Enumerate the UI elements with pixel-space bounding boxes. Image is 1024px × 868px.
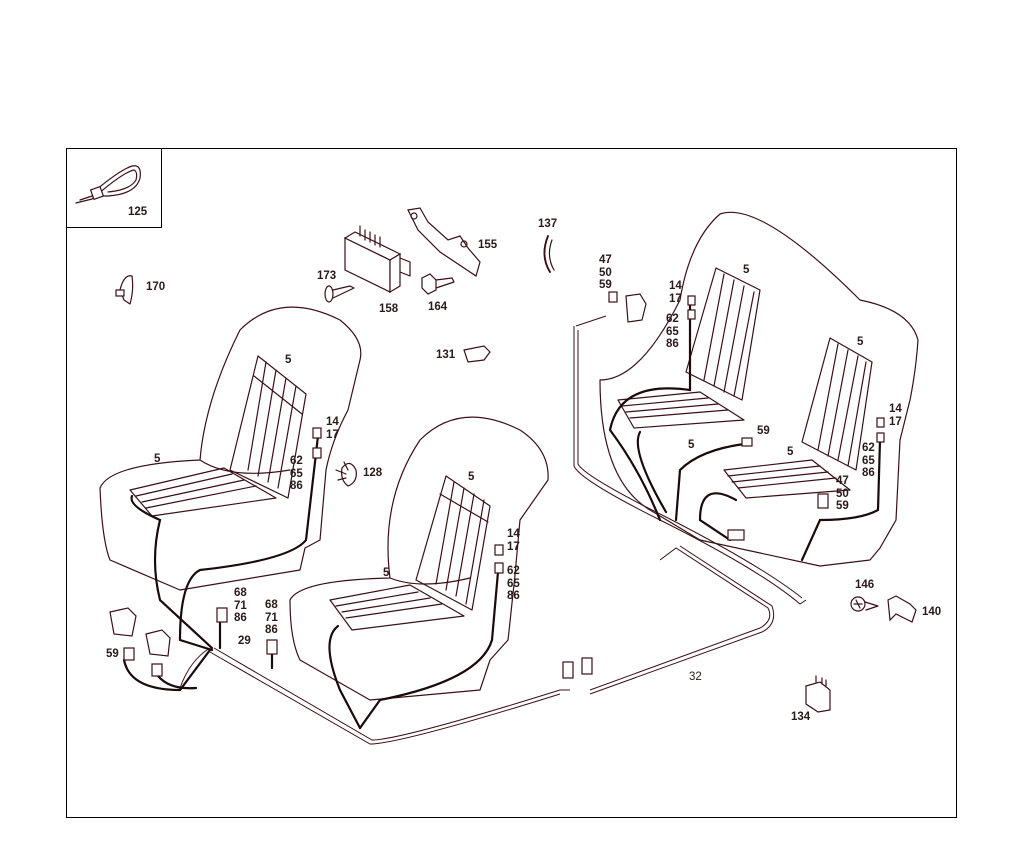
bracket-155-icon — [407, 207, 481, 277]
callout-47-50-59-mid: 47 50 59 — [836, 475, 849, 512]
callout-164: 164 — [428, 301, 448, 313]
callout-14-17-left: 14 17 — [326, 416, 339, 441]
connectors — [109, 291, 885, 679]
callout-5-rear-left-cushion: 5 — [688, 439, 695, 451]
callout-140: 140 — [922, 606, 942, 618]
callout-5-rear-right-back: 5 — [857, 336, 864, 348]
left-front-seat — [99, 306, 362, 591]
callout-59-left: 59 — [106, 648, 119, 660]
callout-5-right-cushion: 5 — [383, 567, 390, 579]
callout-5-left-cushion: 5 — [154, 453, 161, 465]
grommet-128-icon — [335, 461, 357, 487]
clip-131-icon — [463, 345, 491, 363]
callout-62-65-86-right: 62 65 86 — [507, 565, 520, 602]
bracket-140-icon — [887, 595, 917, 623]
callout-14-17-rear-right: 14 17 — [889, 403, 902, 428]
callout-5-rear-right-cushion: 5 — [787, 446, 794, 458]
callout-158: 158 — [379, 303, 399, 315]
callout-68-71-86-center: 68 71 86 — [265, 599, 278, 636]
callout-5-left-back: 5 — [285, 354, 292, 366]
clip-170-icon — [115, 275, 134, 305]
control-unit-158-icon — [343, 225, 411, 294]
right-front-seat — [289, 416, 549, 701]
callout-62-65-86-rear-right: 62 65 86 — [862, 442, 875, 479]
screw-173-icon — [324, 285, 355, 303]
cable-tie-icon — [75, 165, 141, 204]
callout-137: 137 — [538, 218, 558, 230]
callout-131: 131 — [436, 349, 456, 361]
bolt-164-icon — [421, 273, 455, 295]
callout-170: 170 — [146, 281, 166, 293]
callout-29: 29 — [238, 635, 251, 647]
callout-146: 146 — [855, 579, 875, 591]
callout-62-65-86-rear-left: 62 65 86 — [666, 313, 679, 350]
wiring-harness — [179, 315, 807, 745]
callout-68-71-86-left: 68 71 86 — [234, 587, 247, 624]
inset-box-cable-tie — [66, 148, 162, 228]
rear-bench-seat — [599, 211, 919, 567]
callout-59-rear: 59 — [757, 425, 770, 437]
callout-5-right-back: 5 — [468, 471, 475, 483]
callout-125: 125 — [128, 206, 148, 218]
callout-32: 32 — [689, 671, 702, 683]
callout-62-65-86-left: 62 65 86 — [290, 455, 303, 492]
callout-173: 173 — [317, 270, 337, 282]
diagram-frame — [66, 148, 957, 818]
callout-14-17-rear-left: 14 17 — [669, 280, 682, 305]
callout-155: 155 — [478, 239, 498, 251]
screw-146-icon — [850, 596, 879, 612]
callout-5-rear-left-back: 5 — [743, 264, 750, 276]
switch-134-icon — [805, 675, 831, 713]
callout-134: 134 — [791, 711, 811, 723]
handle-137-icon — [543, 235, 555, 273]
callout-14-17-right: 14 17 — [507, 528, 520, 553]
callout-47-50-59-top: 47 50 59 — [599, 254, 612, 291]
heater-wires — [122, 298, 882, 730]
callout-128: 128 — [363, 467, 383, 479]
